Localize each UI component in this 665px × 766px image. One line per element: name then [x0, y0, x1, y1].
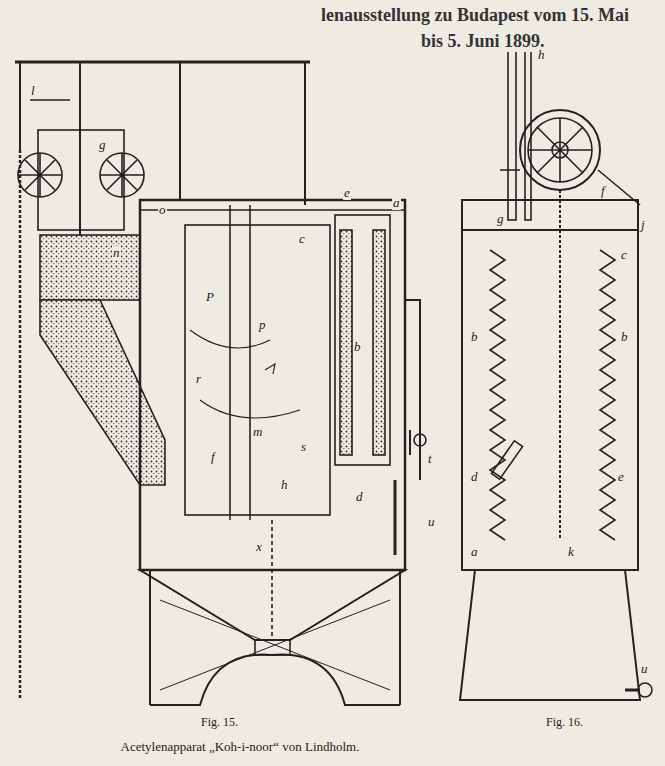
- callout-letter: x: [255, 540, 263, 554]
- callout-letter: n: [112, 246, 121, 260]
- callout-letter: f: [210, 450, 216, 464]
- heading-fragment: bis 5. Juni 1899.: [420, 32, 546, 52]
- callout-letter: g: [98, 138, 107, 152]
- callout-letter: u: [640, 662, 649, 676]
- callout-letter: b: [620, 330, 629, 344]
- callout-letter: a: [392, 196, 401, 210]
- callout-letter: j: [640, 218, 646, 232]
- callout-letter: s: [300, 440, 307, 454]
- callout-letter: a: [470, 545, 479, 559]
- callout-letter: o: [158, 203, 167, 217]
- figure-number: Fig. 16.: [545, 716, 584, 729]
- figure-number: Fig. 15.: [200, 716, 239, 729]
- callout-letter: p: [258, 318, 267, 332]
- callout-letter: l: [30, 84, 36, 98]
- callout-letter: h: [537, 48, 546, 62]
- callout-letter: k: [567, 545, 575, 559]
- callout-letter: r: [195, 372, 202, 386]
- callout-letter: P: [205, 290, 215, 304]
- callout-letter: f: [600, 184, 606, 198]
- callout-letter: e: [617, 470, 625, 484]
- heading-fragment: lenausstellung zu Budapest vom 15. Mai: [320, 6, 630, 26]
- callout-letter: b: [353, 340, 362, 354]
- callout-letter: m: [252, 425, 263, 439]
- callout-letter: d: [470, 470, 479, 484]
- callout-letter: d: [355, 490, 364, 504]
- callout-letter: c: [620, 248, 628, 262]
- callout-letter: u: [427, 515, 436, 529]
- callout-letter: h: [280, 478, 289, 492]
- figure-caption: Acetylenapparat „Koh-i-noor“ von Lindhol…: [120, 740, 361, 754]
- callout-letter: g: [496, 212, 505, 226]
- callout-letter: b: [470, 330, 479, 344]
- callout-letter: c: [298, 232, 306, 246]
- callout-letter: t: [427, 452, 433, 466]
- callout-letter: e: [343, 186, 351, 200]
